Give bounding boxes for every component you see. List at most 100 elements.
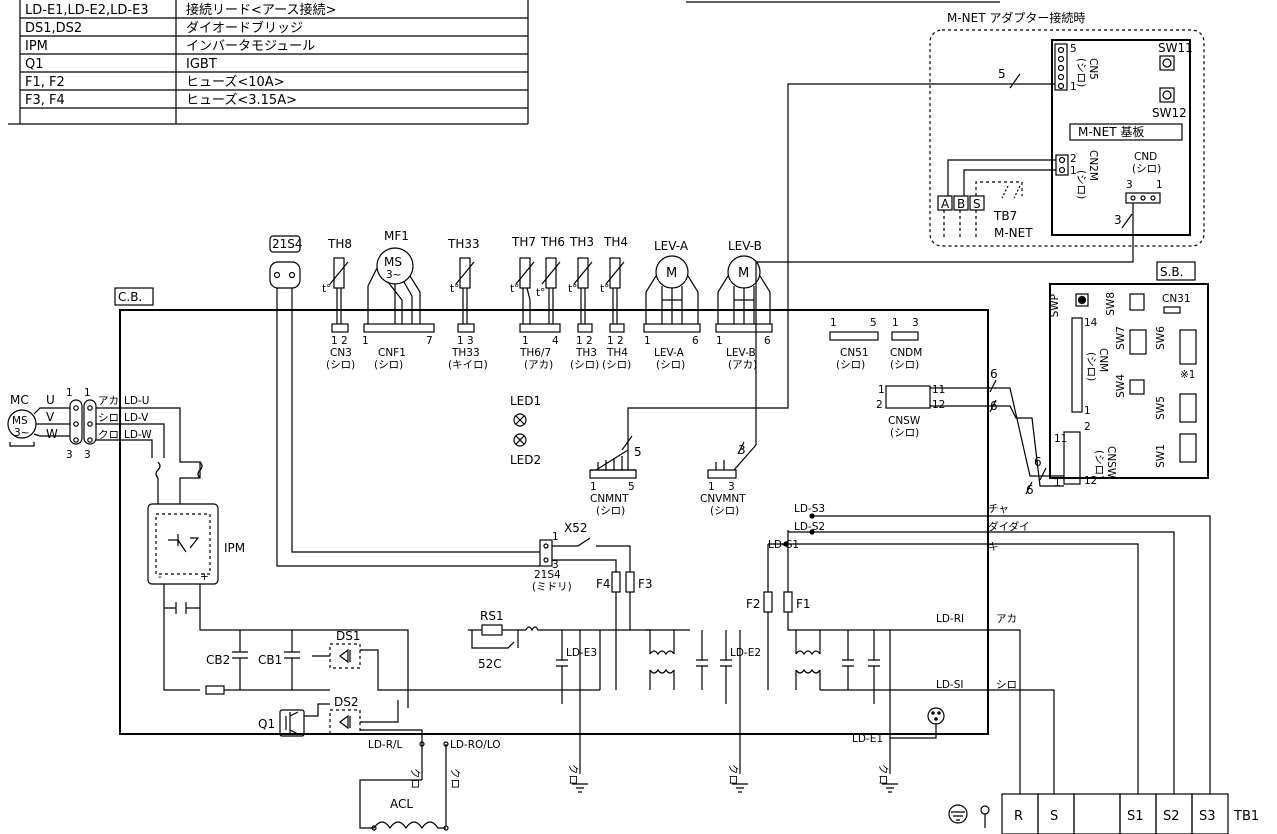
sw11-label: SW11 — [1158, 41, 1193, 55]
cnm-color: (シロ) — [1085, 352, 1097, 381]
mf1-ms: MS — [384, 255, 402, 269]
legend-symbol: IPM — [25, 39, 48, 54]
th4-conn-label: TH4 — [606, 347, 628, 359]
wire-color: アカ — [996, 613, 1017, 625]
cnm-label: CNM — [1097, 348, 1109, 372]
th4-color: (シロ) — [602, 359, 631, 371]
legend-symbol: F1, F2 — [25, 75, 65, 90]
terminal-block: R S S1 S2 S3 TB1 — [948, 793, 1259, 834]
cnd-label: CND — [1134, 151, 1157, 163]
levb-conn-label: LEV-B — [726, 347, 756, 359]
legend-table: LD-E1,LD-E2,LD-E3 接続リード<アース接続> DS1,DS2 ダ… — [8, 0, 529, 125]
mnet-adapter: M-NET アダプター接続時 5 1 CN5 (シロ) SW11 SW12 M-… — [755, 10, 1205, 445]
x52-label: X52 — [564, 521, 588, 535]
wire-count: 6 — [990, 367, 998, 381]
cn51-label: CN51 — [840, 347, 869, 359]
lde1-label: LD-E1 — [852, 733, 883, 745]
sw7-label: SW7 — [1115, 326, 1127, 350]
tb7-a: A — [941, 197, 950, 211]
cb2-label: CB2 — [206, 653, 230, 667]
cnsw-pin: 1 — [878, 384, 885, 396]
th3-color: (シロ) — [570, 359, 599, 371]
cn2m-color: (シロ) — [1075, 170, 1087, 199]
cnsw-label: CNSW — [1105, 446, 1117, 479]
cnvmnt-pin: 3 — [728, 481, 735, 493]
th4-label: TH4 — [603, 235, 628, 249]
legend-symbol: Q1 — [25, 57, 44, 72]
cn5-pin-label: 5 — [1070, 43, 1077, 55]
sb-label: S.B. — [1160, 265, 1183, 279]
leva-color: (シロ) — [656, 359, 685, 371]
mc-node: 1 — [66, 387, 73, 399]
cnsw-pin: 12 — [932, 399, 945, 411]
cnsw-color: (シロ) — [1093, 450, 1105, 479]
cnmnt-pin: 5 — [628, 481, 635, 493]
sw1-label: SW1 — [1155, 444, 1167, 468]
wire-color: シロ — [996, 679, 1017, 691]
cn51-color: (シロ) — [836, 359, 865, 371]
cn3-label: CN3 — [330, 347, 352, 359]
tb7-label: TB7 — [993, 209, 1017, 223]
tb7-b: B — [957, 197, 965, 211]
note-mark: ※1 — [1180, 369, 1195, 381]
wire-color: チャ — [988, 503, 1009, 515]
lds1-label: LD-S1 — [768, 539, 799, 551]
tb1-label: TB1 — [1233, 809, 1259, 824]
th33-label: TH33 — [447, 237, 480, 251]
relay-pin: 1 — [552, 531, 559, 543]
th33-conn-label: TH33 — [451, 347, 480, 359]
legend-name: ヒューズ<3.15A> — [186, 92, 297, 108]
tb1-cell: S — [1050, 809, 1058, 824]
leds: LED1 LED2 — [510, 394, 541, 467]
cnvmnt-color: (シロ) — [710, 505, 739, 517]
cb-label: C.B. — [118, 290, 142, 304]
ldri-label: LD-RI — [936, 613, 964, 625]
cn51-pin: 1 — [830, 317, 837, 329]
relay-pin: 3 — [552, 559, 559, 571]
mnet-board-label: M-NET 基板 — [1078, 125, 1144, 139]
cnmnt: 5 1 5 CNMNT (シロ) — [589, 402, 789, 517]
tb7-name: M-NET — [994, 226, 1033, 240]
r52c-label: 52C — [478, 657, 502, 671]
ldu-label: LD-U — [124, 395, 149, 407]
wire-color: クロ — [727, 764, 739, 785]
cnd-color: (シロ) — [1132, 163, 1161, 175]
mf1-label: MF1 — [384, 229, 409, 243]
wire-count: 6 — [990, 399, 998, 413]
wire-count: 3 — [1114, 213, 1122, 227]
mnet-title: M-NET アダプター接続時 — [947, 10, 1085, 25]
leva-conn-label: LEV-A — [654, 347, 685, 359]
sensor-row: 21S4 TH8 t° 1 2 CN3 (シロ) MF1 MS 3~ 1 7 C… — [269, 229, 922, 567]
t-mark: t° — [510, 283, 519, 295]
leva-pin: 1 — [644, 335, 651, 347]
th7-label: TH7 — [511, 235, 536, 249]
sw12-label: SW12 — [1152, 106, 1187, 120]
th67-pin: 4 — [552, 335, 559, 347]
mf1-phase: 3~ — [386, 269, 401, 281]
mc-phase: 3~ — [14, 427, 29, 439]
sw5-label: SW5 — [1155, 396, 1167, 420]
ldw-label: LD-W — [124, 429, 152, 441]
wire-color: クロ — [409, 768, 421, 789]
cndm-label: CNDM — [890, 347, 922, 359]
th67-pin: 1 — [522, 335, 529, 347]
tb1-cell: S1 — [1127, 809, 1144, 824]
th33-color: (キイロ) — [448, 359, 488, 371]
legend-name: ヒューズ<10A> — [186, 74, 285, 90]
cn2m-pin: 2 — [1070, 153, 1077, 165]
cnsw-pin: 2 — [876, 399, 883, 411]
levb-pin: 6 — [764, 335, 771, 347]
tb1-cell: R — [1014, 809, 1023, 824]
cnsw-pin: 12 — [1084, 475, 1097, 487]
cnd-pin: 3 — [1126, 179, 1133, 191]
t-mark: t° — [600, 283, 609, 295]
switch-board: S.B. SWP SW8 CN31 14 1 CNM (シロ) SW7 SW6 … — [1049, 261, 1209, 489]
wire-count: 5 — [634, 445, 642, 459]
cnmnt-pin: 1 — [590, 481, 597, 493]
swp-label: SWP — [1049, 294, 1061, 317]
cnsw-cb-label: CNSW — [888, 415, 921, 427]
wire-color: クロ — [98, 429, 119, 441]
leva-m: M — [666, 266, 677, 281]
cndm-pin: 3 — [912, 317, 919, 329]
